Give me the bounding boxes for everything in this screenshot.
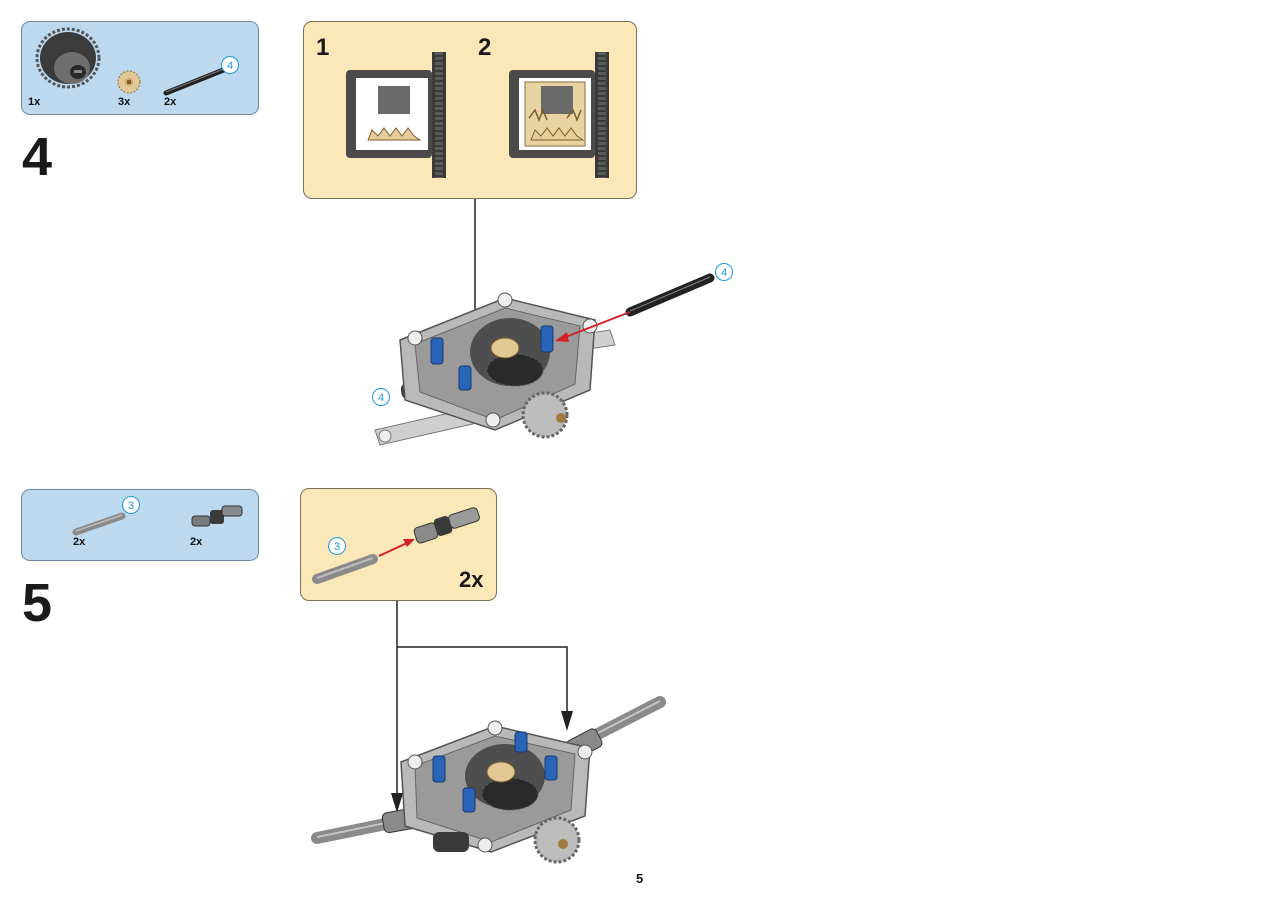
part-qty: 3x	[118, 96, 131, 108]
axle-icon	[163, 66, 229, 96]
step4-assembly-illustration	[374, 273, 715, 446]
universal-joint-icon	[191, 505, 243, 527]
step-number: 5	[22, 573, 53, 633]
substep-number: 1	[316, 34, 330, 61]
part-qty: 2x	[190, 536, 203, 548]
axle-length-badge: 4	[221, 56, 239, 74]
step5-parts-panel: 3 2x 2x	[21, 489, 259, 561]
page-number: 5	[636, 871, 644, 886]
axle-icon	[72, 512, 126, 536]
callout-connector-line	[391, 601, 573, 813]
step5-assembly-illustration	[311, 696, 666, 864]
axle-length-badge: 4	[715, 263, 733, 281]
substep-number: 2	[478, 34, 492, 61]
differential-frame-icon	[346, 52, 446, 178]
bevel-gear-icon	[117, 70, 141, 94]
callout-multiplier: 2x	[459, 567, 484, 592]
part-qty: 1x	[28, 96, 41, 108]
step4-parts-panel: 1x 3x 4 2x	[21, 21, 259, 115]
step5-callout: 3 2x	[300, 488, 497, 601]
differential-frame-gears-icon	[509, 52, 609, 178]
axle-to-joint-icon	[312, 507, 480, 584]
axle-length-badge: 3	[122, 496, 140, 514]
part-qty: 2x	[73, 536, 86, 548]
part-qty: 2x	[164, 96, 177, 108]
step-number: 4	[22, 127, 53, 187]
step4-callout: 1 2	[303, 21, 637, 199]
axle-length-badge: 3	[328, 537, 346, 555]
differential-housing-icon	[35, 27, 101, 89]
axle-length-badge: 4	[372, 388, 390, 406]
